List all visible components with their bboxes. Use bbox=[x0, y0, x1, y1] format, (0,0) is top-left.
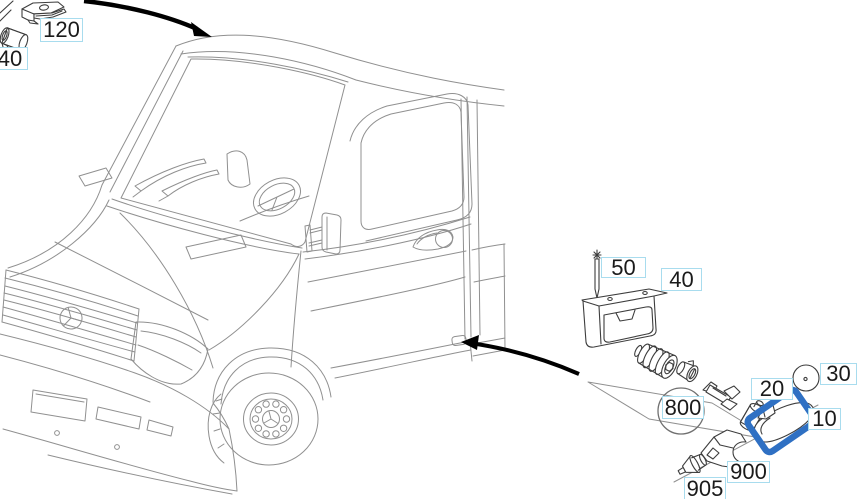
balloon-800-circle[interactable] bbox=[657, 387, 705, 435]
part-cap-30[interactable] bbox=[792, 364, 820, 392]
part-screw-905[interactable] bbox=[675, 450, 710, 480]
callout-900-label: 900 bbox=[730, 459, 767, 484]
callout-30[interactable]: 30 bbox=[820, 363, 857, 385]
callout-800[interactable]: 800 bbox=[662, 396, 704, 419]
arrow-to-door bbox=[461, 335, 580, 376]
callout-20[interactable]: 20 bbox=[751, 378, 793, 400]
callout-40-right[interactable]: 40 bbox=[661, 268, 702, 291]
mercedes-star-emblem bbox=[59, 306, 83, 330]
part-lock-core[interactable] bbox=[674, 356, 702, 384]
callout-30-label: 30 bbox=[826, 361, 851, 386]
callout-10-label: 10 bbox=[812, 406, 837, 431]
callout-40-top-left-label: 40 bbox=[0, 45, 23, 71]
part-screw-50[interactable] bbox=[592, 249, 602, 299]
arrow-top-left bbox=[83, 0, 212, 37]
van-illustration bbox=[0, 34, 506, 495]
part-lock-barrel[interactable] bbox=[630, 339, 680, 381]
callout-40-right-label: 40 bbox=[669, 266, 694, 292]
callout-120[interactable]: 120 bbox=[40, 18, 83, 42]
part-retaining-clip[interactable] bbox=[702, 381, 741, 411]
part-housing-40[interactable] bbox=[581, 288, 668, 348]
callout-905-label: 905 bbox=[686, 476, 724, 499]
callout-10[interactable]: 10 bbox=[808, 408, 841, 430]
callout-800-label: 800 bbox=[664, 394, 702, 420]
callout-40-top-left[interactable]: 40 bbox=[0, 47, 28, 70]
callout-50[interactable]: 50 bbox=[601, 254, 646, 280]
highlight-box bbox=[744, 386, 818, 456]
callout-50-label: 50 bbox=[611, 254, 636, 280]
callout-120-label: 120 bbox=[43, 17, 80, 42]
part-clip-120[interactable] bbox=[21, 1, 67, 25]
callout-900[interactable]: 900 bbox=[727, 461, 770, 483]
corner-part-fragment bbox=[0, 0, 14, 22]
callout-20-label: 20 bbox=[759, 376, 785, 401]
callout-905[interactable]: 905 bbox=[684, 477, 726, 499]
